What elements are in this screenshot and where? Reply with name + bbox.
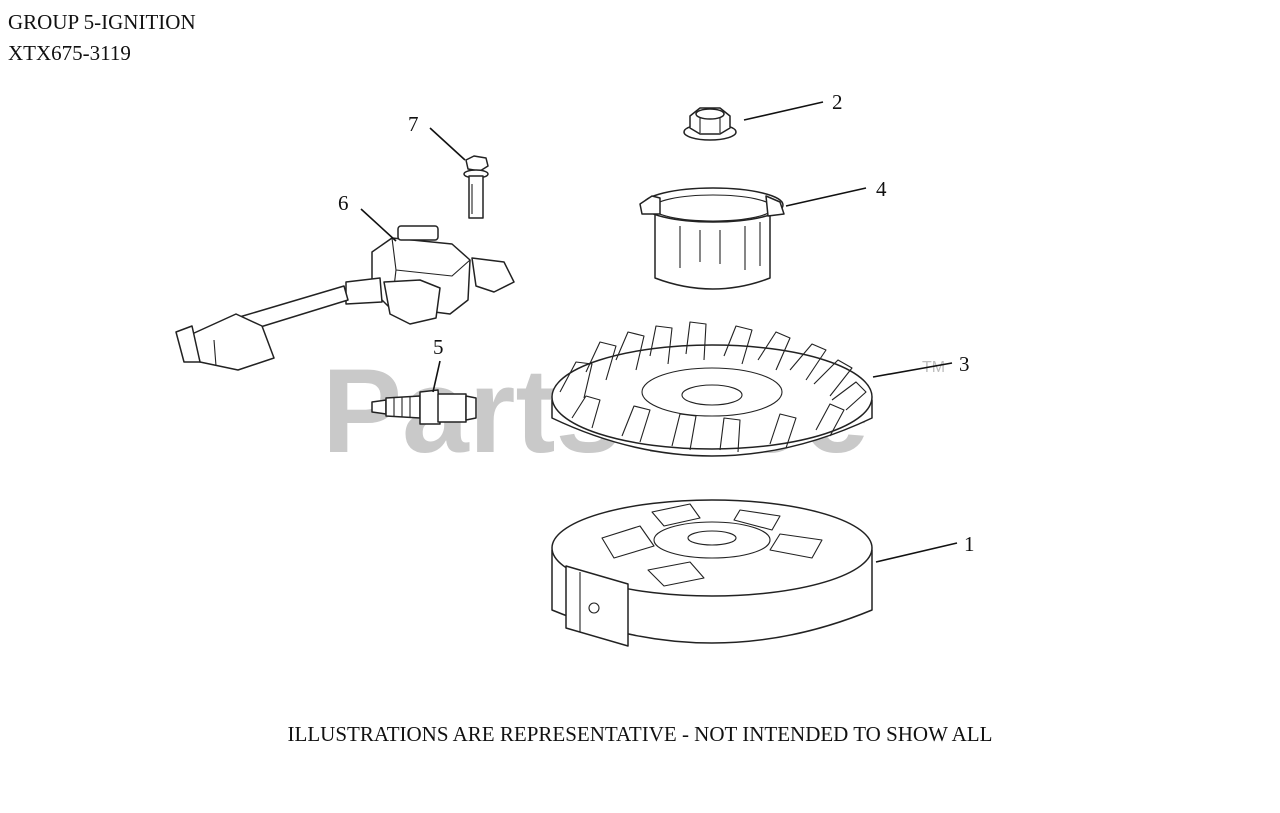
part-4-starter-cup[interactable]	[639, 187, 785, 290]
svg-text:6: 6	[338, 191, 349, 215]
part-1-flywheel[interactable]	[551, 499, 873, 647]
disclaimer-footer: ILLUSTRATIONS ARE REPRESENTATIVE - NOT I…	[287, 722, 993, 746]
callout-7: 7	[408, 112, 466, 161]
watermark-trademark: TM	[922, 359, 945, 376]
part-3-flywheel-fan[interactable]	[551, 321, 873, 457]
callout-3: 3	[872, 352, 970, 378]
model-number: XTX675-3119	[8, 41, 131, 65]
callout-2: 2	[743, 90, 843, 121]
callout-6: 6	[338, 191, 397, 242]
svg-text:1: 1	[964, 532, 975, 556]
part-6-ignition-coil[interactable]	[175, 225, 515, 371]
svg-text:7: 7	[408, 112, 419, 136]
callout-1: 1	[875, 532, 975, 563]
svg-text:3: 3	[959, 352, 970, 376]
part-7-bolt[interactable]	[463, 155, 489, 219]
part-5-spark-plug[interactable]	[371, 389, 477, 425]
callout-4: 4	[785, 177, 887, 207]
part-2-flange-nut[interactable]	[683, 107, 737, 141]
diagram-group-title: GROUP 5-IGNITION	[8, 10, 196, 34]
svg-text:4: 4	[876, 177, 887, 201]
svg-text:5: 5	[433, 335, 444, 359]
svg-text:2: 2	[832, 90, 843, 114]
callout-5: 5	[432, 335, 444, 393]
